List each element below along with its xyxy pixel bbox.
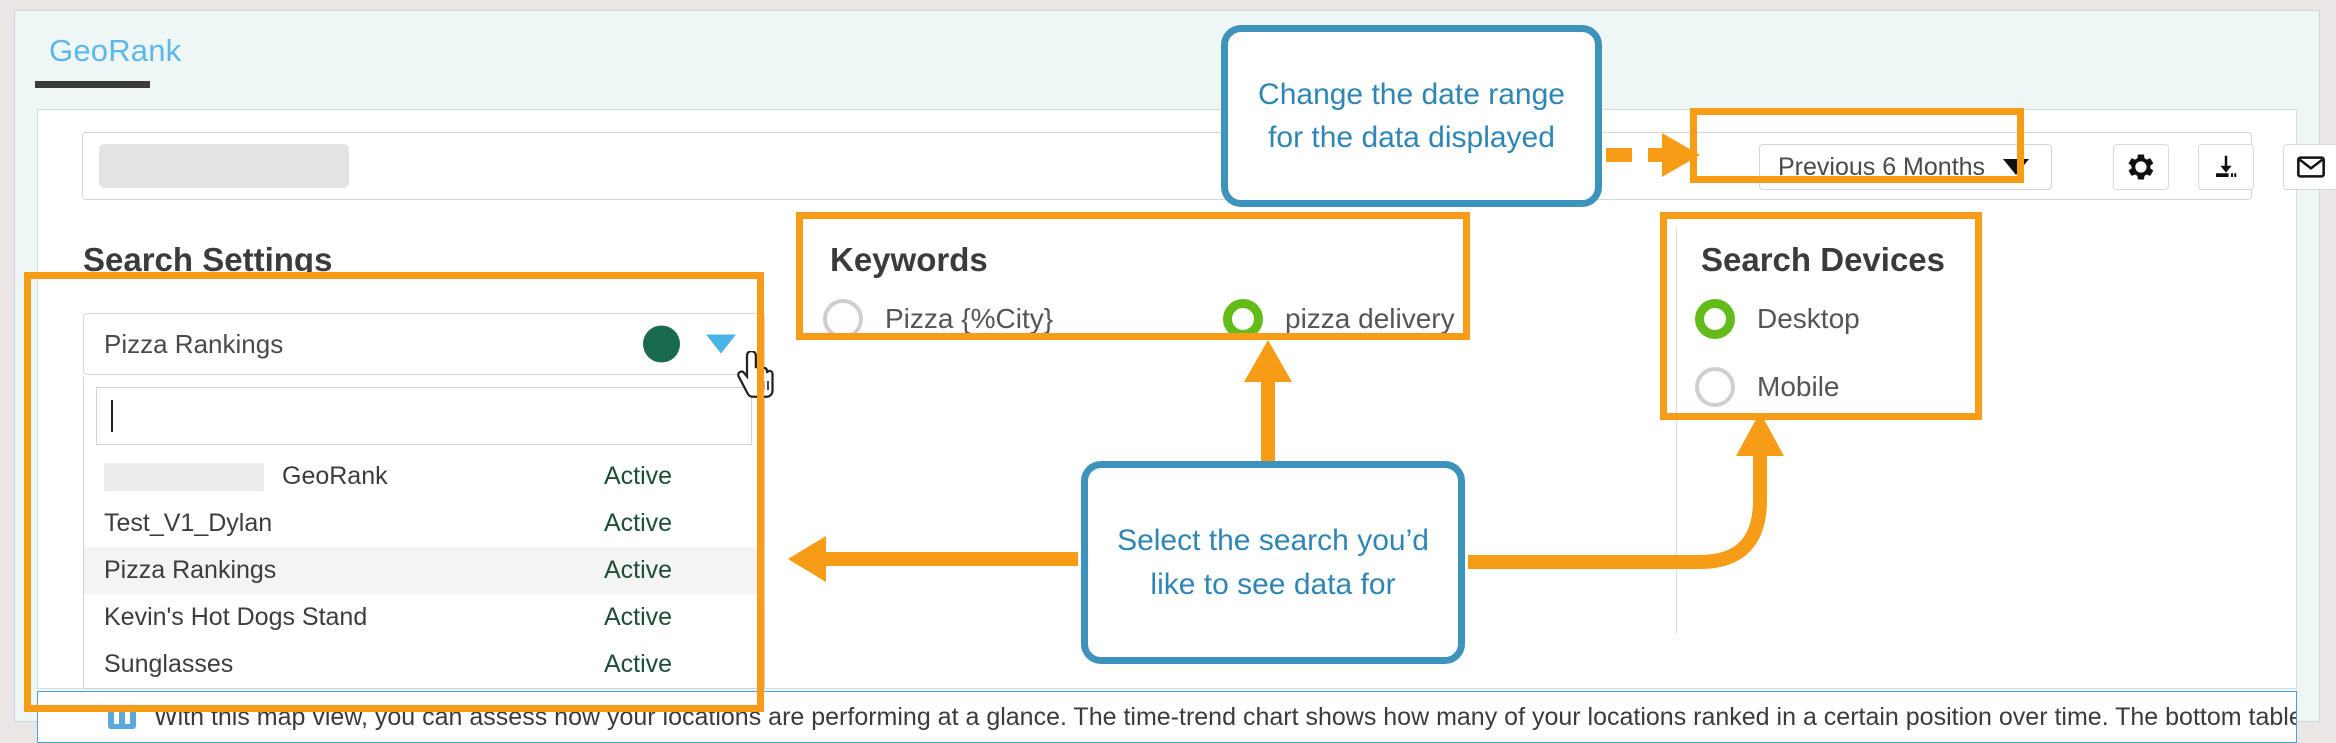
- search-select[interactable]: Pizza Rankings: [83, 313, 765, 375]
- search-option-status: Active: [604, 509, 673, 537]
- search-option-label: Sunglasses: [104, 650, 234, 678]
- status-dot: [643, 325, 680, 363]
- tab-active-underline: [35, 81, 150, 88]
- info-banner: With this map view, you can assess how y…: [37, 691, 2297, 743]
- search-option-status: Active: [604, 556, 673, 584]
- tab-georank-label: GeoRank: [49, 33, 182, 68]
- date-range-callout: Change the date range for the data displ…: [1221, 25, 1602, 207]
- info-icon: [108, 705, 136, 729]
- search-option-status: Active: [604, 650, 673, 678]
- download-icon: [2211, 152, 2241, 182]
- search-settings-heading: Search Settings: [83, 241, 333, 278]
- keywords-heading: Keywords: [830, 241, 988, 278]
- date-range-value: Previous 6 Months: [1778, 152, 1986, 181]
- radio-icon[interactable]: [1695, 367, 1735, 407]
- search-select-value: Pizza Rankings: [104, 328, 284, 359]
- search-option-label: Kevin's Hot Dogs Stand: [104, 603, 368, 631]
- date-range-callout-text: Change the date range for the data displ…: [1258, 77, 1565, 155]
- search-option-item[interactable]: Kevin's Hot Dogs Stand Active: [84, 594, 764, 641]
- select-search-callout: Select the search you’d like to see data…: [1081, 461, 1465, 664]
- search-select-head[interactable]: Pizza Rankings: [83, 313, 765, 375]
- keyword-label: Pizza {%City}: [885, 303, 1054, 334]
- account-name-redacted: [99, 144, 349, 188]
- search-option-status: Active: [604, 603, 673, 631]
- device-label: Mobile: [1757, 371, 1840, 402]
- keyword-option-0[interactable]: Pizza {%City}: [823, 299, 1053, 339]
- search-devices-heading: Search Devices: [1701, 241, 1946, 278]
- search-option-label: GeoRank: [104, 462, 604, 491]
- app-frame: GeoRank Previous 6 Months: [14, 10, 2336, 743]
- redacted-block: [104, 462, 264, 491]
- envelope-icon: [2295, 151, 2327, 183]
- gear-icon: [2126, 152, 2156, 182]
- tab-georank[interactable]: GeoRank: [49, 33, 181, 69]
- search-option-item[interactable]: Sunglasses Active: [84, 641, 764, 688]
- radio-icon-selected[interactable]: [1223, 299, 1263, 339]
- radio-icon[interactable]: [823, 299, 863, 339]
- device-option-desktop[interactable]: Desktop: [1695, 299, 1860, 339]
- search-option-label: Test_V1_Dylan: [104, 509, 273, 537]
- search-option-item[interactable]: GeoRank Active: [84, 453, 764, 500]
- settings-button[interactable]: [2113, 144, 2169, 190]
- column-divider: [1676, 228, 1677, 634]
- info-banner-text: With this map view, you can assess how y…: [154, 702, 2297, 731]
- search-option-label: Pizza Rankings: [104, 556, 277, 584]
- keyword-option-1[interactable]: pizza delivery: [1223, 299, 1455, 339]
- search-option-item[interactable]: Test_V1_Dylan Active: [84, 500, 764, 547]
- device-label: Desktop: [1757, 303, 1860, 334]
- chevron-down-icon[interactable]: [706, 334, 736, 354]
- chevron-down-icon: [2003, 159, 2029, 175]
- toolbar: Previous 6 Months: [82, 132, 2336, 200]
- download-button[interactable]: [2198, 144, 2254, 190]
- search-filter-input[interactable]: [96, 387, 752, 445]
- keyword-label: pizza delivery: [1285, 303, 1455, 334]
- date-range-dropdown[interactable]: Previous 6 Months: [1759, 144, 2052, 190]
- select-search-callout-text: Select the search you’d like to see data…: [1117, 524, 1429, 601]
- email-button[interactable]: [2283, 144, 2336, 190]
- search-option-name-text: GeoRank: [282, 462, 388, 490]
- radio-icon-selected[interactable]: [1695, 299, 1735, 339]
- device-option-mobile[interactable]: Mobile: [1695, 367, 1839, 407]
- text-cursor: [111, 400, 113, 432]
- search-option-item[interactable]: Pizza Rankings Active: [84, 547, 764, 594]
- search-option-status: Active: [604, 462, 673, 490]
